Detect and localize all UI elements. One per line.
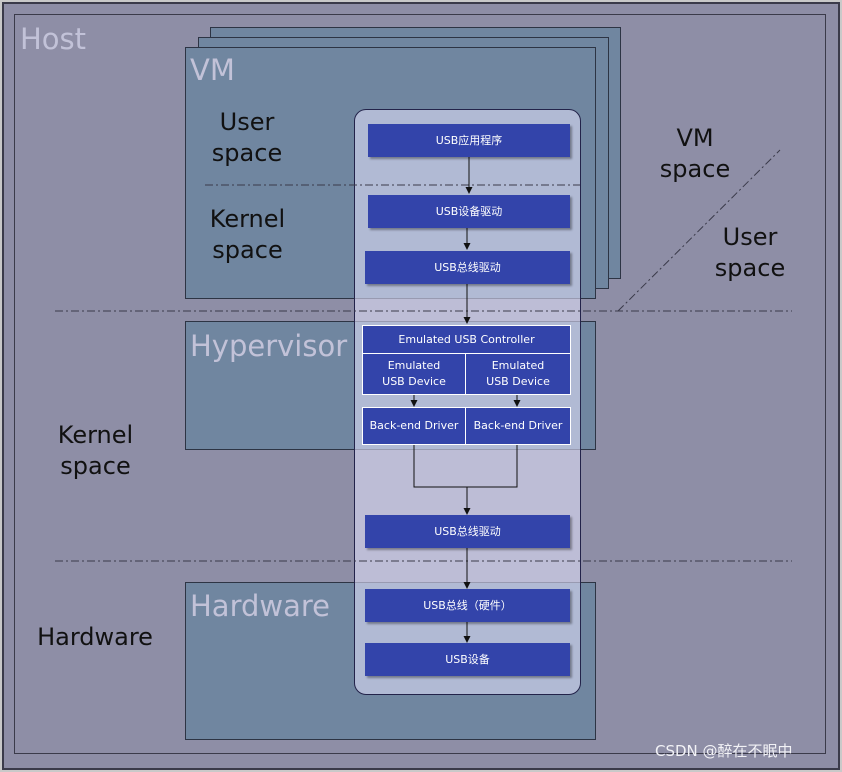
block-usb-app: USB应用程序: [368, 124, 570, 157]
label-vm-user-space: User space: [211, 108, 283, 167]
block-emulated-usb-device-2: Emulated USB Device: [465, 353, 571, 395]
hardware-title: Hardware: [190, 589, 331, 623]
block-backend-driver-2: Back-end Driver: [465, 407, 571, 445]
block-usb-bus-driver-host: USB总线驱动: [365, 515, 570, 548]
host-title: Host: [20, 22, 87, 56]
hypervisor-title: Hypervisor: [190, 329, 348, 363]
block-usb-bus-hardware: USB总线（硬件）: [365, 589, 570, 622]
label-vm-kernel-space: Kernel space: [209, 205, 286, 264]
vm-title: VM: [190, 53, 235, 87]
label-host-kernel-space: Kernel space: [57, 421, 134, 480]
block-emulated-usb-controller: Emulated USB Controller: [362, 325, 571, 354]
block-emulated-usb-device-1: Emulated USB Device: [362, 353, 466, 395]
block-usb-bus-driver-vm: USB总线驱动: [365, 251, 570, 284]
watermark-text: CSDN @醉在不眠中: [655, 742, 793, 760]
block-usb-device-driver: USB设备驱动: [368, 195, 570, 228]
block-usb-device-hardware: USB设备: [365, 643, 570, 676]
block-backend-driver-1: Back-end Driver: [362, 407, 466, 445]
label-hardware: Hardware: [37, 623, 153, 651]
label-vm-space: VM space: [659, 124, 731, 183]
host-inner-border: [14, 14, 826, 754]
label-user-space-right: User space: [714, 223, 786, 282]
